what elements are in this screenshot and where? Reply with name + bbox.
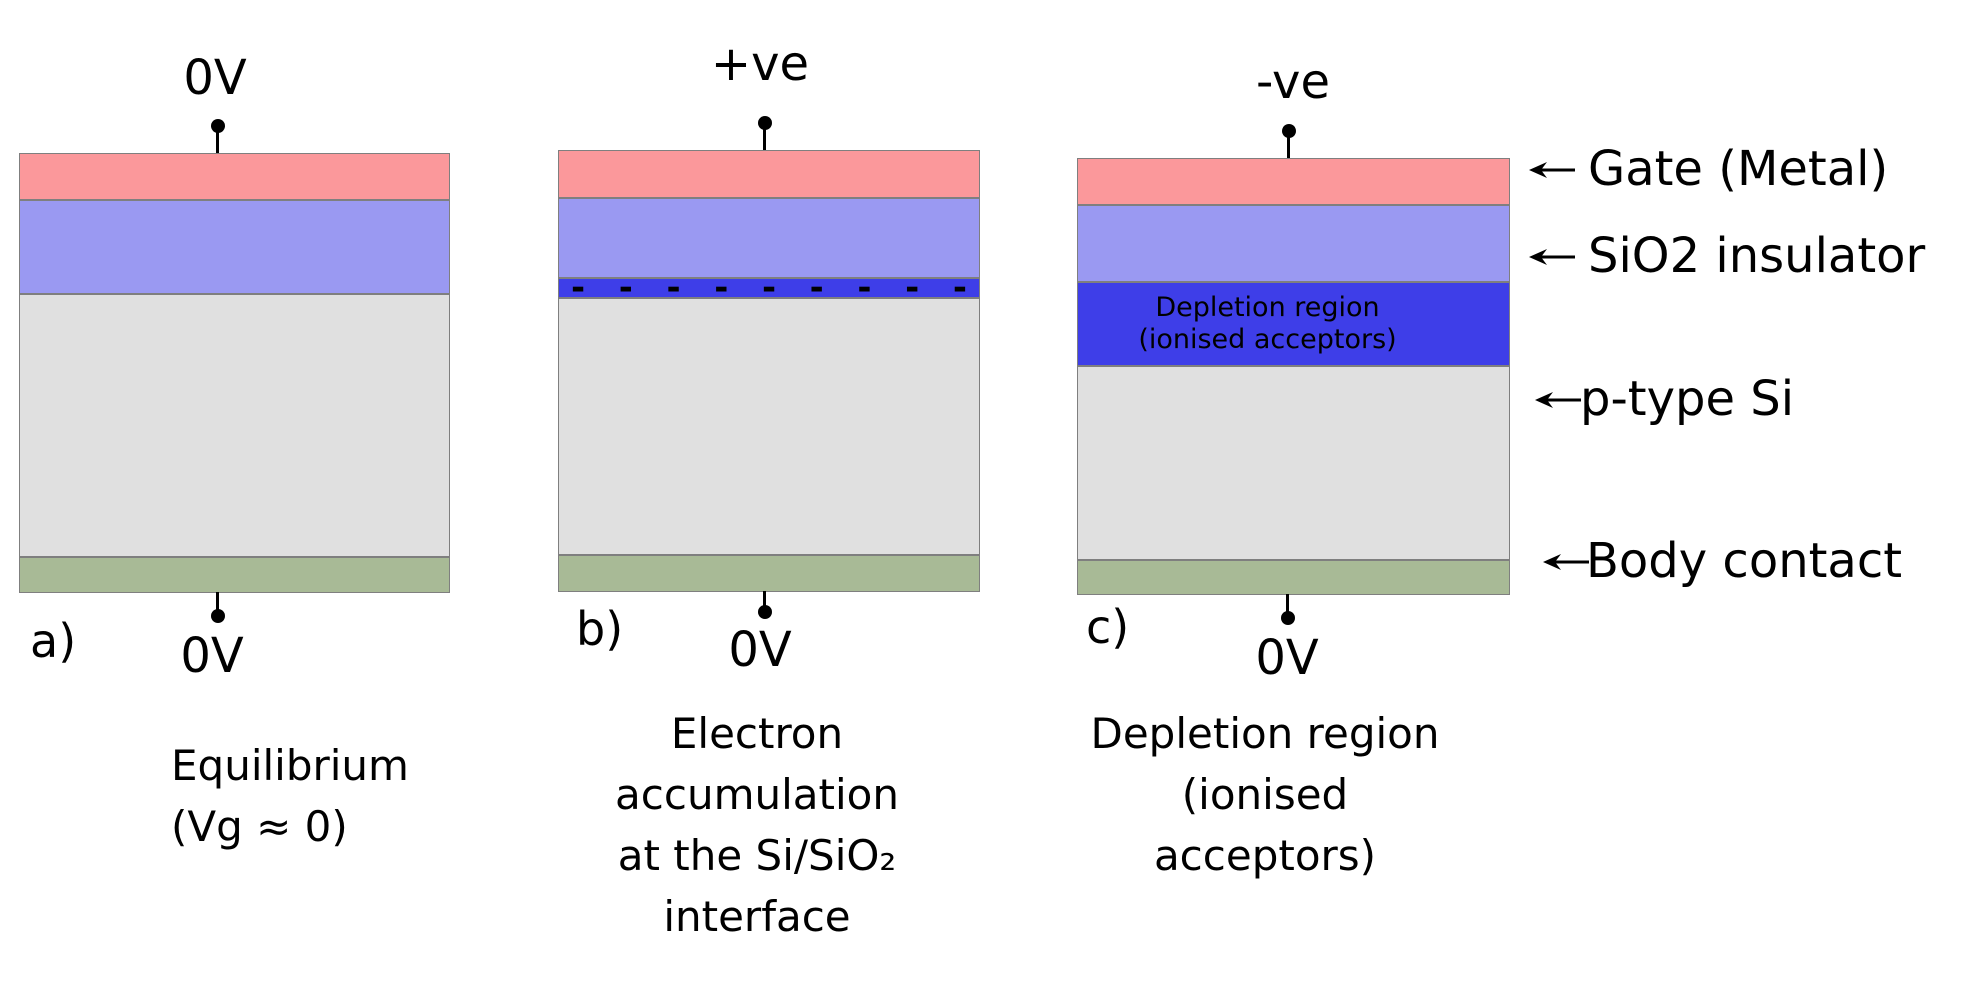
- panel-b-accumulation-layer: - - - - - - - - -: [558, 268, 980, 308]
- gate-layer-label: Gate (Metal): [1588, 141, 1889, 197]
- panel-b-bottom-terminal-stem: [763, 591, 766, 609]
- panel-b-gate-layer: [558, 150, 980, 198]
- panel-b-silicon-layer: [558, 298, 980, 555]
- panel-a-bottom-voltage: 0V: [180, 628, 244, 684]
- panel-c-caption: Depletion region (ionised acceptors): [1065, 703, 1465, 886]
- caption-line: interface: [663, 892, 851, 941]
- left-arrow-icon: [1543, 554, 1589, 570]
- left-arrow-icon: [1535, 392, 1581, 408]
- panel-c-silicon-layer: [1077, 366, 1510, 560]
- minus-charge-icon: -: [714, 268, 729, 308]
- panel-c-oxide-layer: [1077, 205, 1510, 282]
- panel-c-bottom-terminal-dot: [1281, 611, 1295, 625]
- panel-b-letter: b): [576, 602, 624, 656]
- minus-charge-icon: -: [761, 268, 777, 308]
- panel-a-oxide-layer: [19, 200, 450, 294]
- panel-a-letter: a): [30, 614, 77, 668]
- depletion-label-line: Depletion region: [1155, 292, 1380, 323]
- left-arrow-icon: [1529, 249, 1575, 265]
- minus-charge-icon: -: [809, 268, 824, 308]
- oxide-layer-label: SiO2 insulator: [1588, 228, 1926, 284]
- panel-b-bottom-terminal-dot: [758, 605, 772, 619]
- panel-b-top-terminal-stem: [763, 124, 766, 151]
- electron-accumulation-charges: - - - - - - - - -: [559, 268, 979, 308]
- panel-c-top-terminal-stem: [1287, 132, 1290, 159]
- panel-b-bottom-voltage: 0V: [728, 622, 792, 678]
- caption-line: at the Si/SiO₂: [617, 831, 897, 880]
- panel-a-gate-layer: [19, 153, 450, 200]
- panel-b-caption: Electron accumulation at the Si/SiO₂ int…: [557, 703, 957, 947]
- panel-c-bottom-voltage: 0V: [1255, 630, 1319, 686]
- panel-a-top-voltage: 0V: [183, 50, 247, 106]
- caption-line: (ionised: [1181, 770, 1349, 819]
- panel-a-caption: Equilibrium (Vg ≈ 0): [171, 735, 409, 857]
- panel-a-bottom-terminal-dot: [211, 609, 225, 623]
- body-layer-label: Body contact: [1586, 533, 1903, 589]
- caption-line: accumulation: [615, 770, 899, 819]
- caption-line: (Vg ≈ 0): [171, 802, 348, 851]
- depletion-region-label: Depletion region (ionised acceptors): [1052, 283, 1483, 365]
- panel-c-body-layer: [1077, 560, 1510, 595]
- minus-charge-icon: -: [571, 268, 586, 308]
- panel-b-top-terminal-dot: [758, 116, 772, 130]
- panel-c-top-terminal-dot: [1282, 124, 1296, 138]
- minus-charge-icon: -: [905, 268, 920, 308]
- panel-c-letter: c): [1086, 600, 1130, 654]
- panel-b-oxide-layer: [558, 198, 980, 278]
- panel-a-body-layer: [19, 557, 450, 593]
- panel-b-top-voltage: +ve: [710, 36, 810, 92]
- panel-c-bottom-terminal-stem: [1286, 594, 1289, 614]
- minus-charge-icon: -: [952, 268, 967, 308]
- panel-a-silicon-layer: [19, 294, 450, 557]
- depletion-label-line: (ionised acceptors): [1138, 324, 1397, 355]
- panel-a-top-terminal-stem: [216, 127, 219, 154]
- minus-charge-icon: -: [666, 268, 681, 308]
- panel-c-gate-layer: [1077, 158, 1510, 205]
- caption-line: Equilibrium: [171, 741, 409, 790]
- silicon-layer-label: p-type Si: [1580, 371, 1795, 427]
- panel-b-body-layer: [558, 555, 980, 592]
- panel-c-top-voltage: -ve: [1256, 54, 1330, 110]
- caption-line: acceptors): [1153, 831, 1377, 880]
- caption-line: Electron: [670, 709, 844, 758]
- minus-charge-icon: -: [618, 268, 633, 308]
- panel-a-bottom-terminal-stem: [216, 592, 219, 612]
- minus-charge-icon: -: [857, 268, 872, 308]
- panel-a-top-terminal-dot: [211, 119, 225, 133]
- left-arrow-icon: [1529, 162, 1575, 178]
- caption-line: Depletion region: [1090, 709, 1440, 758]
- panel-c-depletion-layer: Depletion region (ionised acceptors): [1077, 282, 1510, 366]
